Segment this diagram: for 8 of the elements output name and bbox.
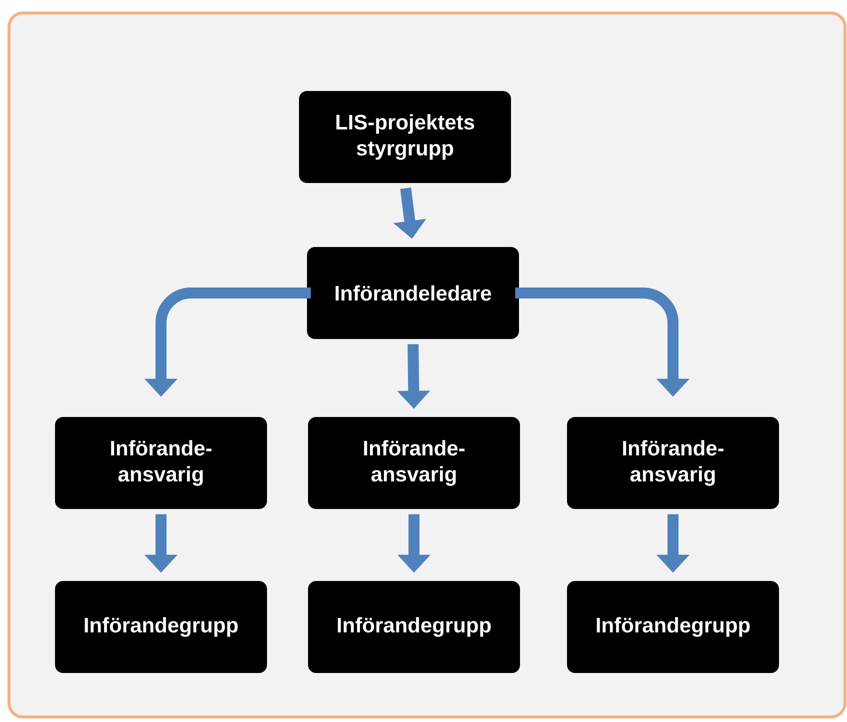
process-box: Införande-ansvarig xyxy=(55,417,267,509)
process-box: Införandegrupp xyxy=(567,581,779,673)
process-box: LIS-projektets styrgrupp xyxy=(299,91,511,183)
process-box: Införandegrupp xyxy=(308,581,520,673)
process-box: Införandegrupp xyxy=(55,581,267,673)
process-box: Införande-ansvarig xyxy=(567,417,779,509)
process-box: Införandeledare xyxy=(307,247,519,339)
process-box: Införande-ansvarig xyxy=(308,417,520,509)
